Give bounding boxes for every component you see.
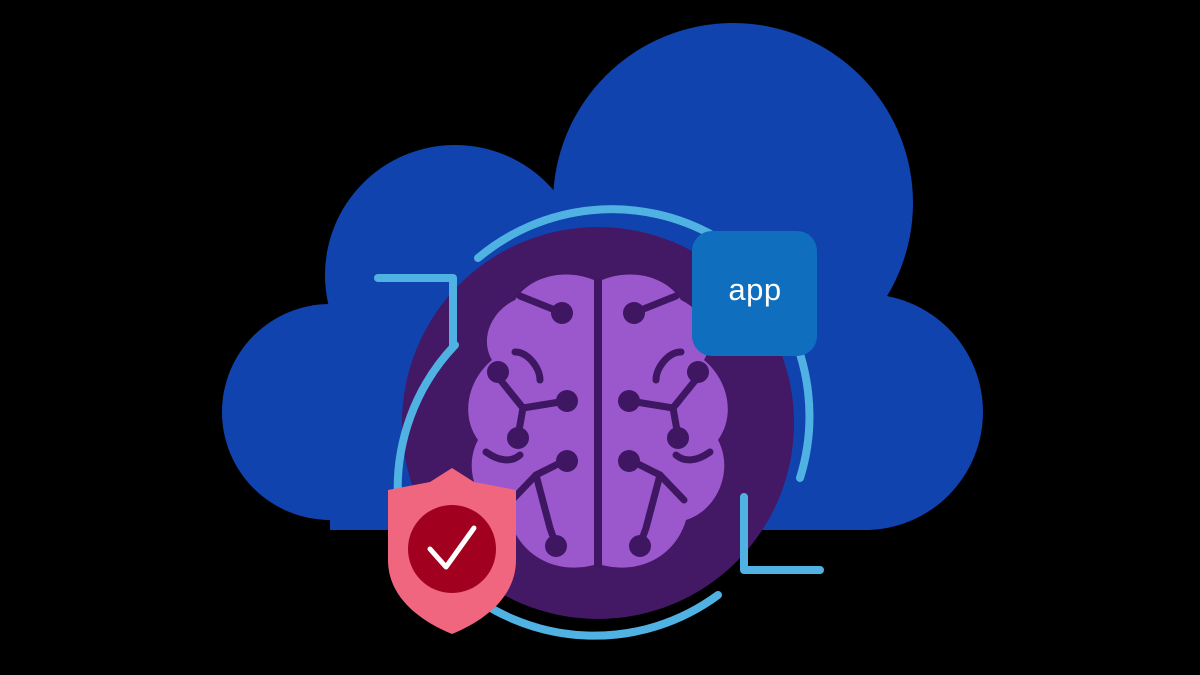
app-badge-icon: app — [692, 231, 817, 356]
shield-check-icon — [388, 468, 516, 634]
app-badge-background — [692, 231, 817, 356]
app-badge-label: app — [728, 272, 781, 307]
checkmark-icon — [427, 525, 477, 570]
shield-inner-circle — [408, 505, 496, 593]
